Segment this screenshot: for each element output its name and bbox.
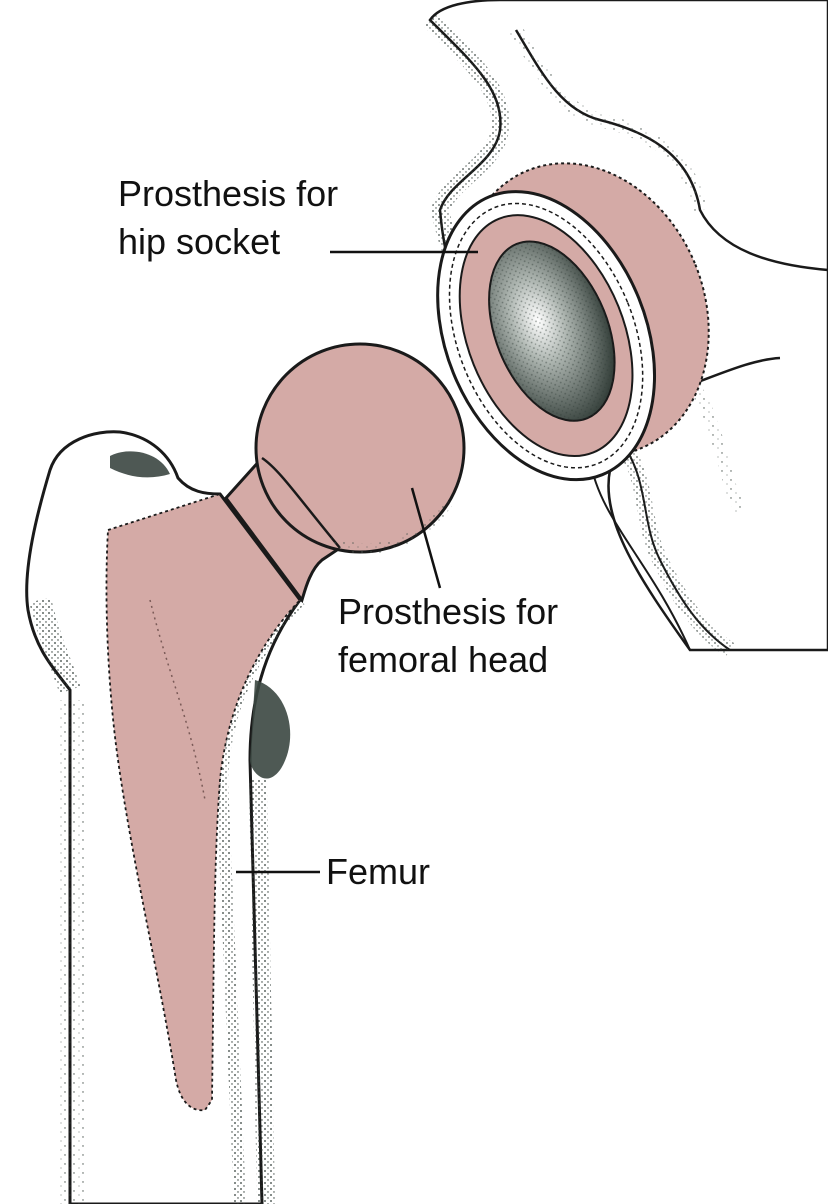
label-femoral-head-line2: femoral head <box>338 639 549 680</box>
leader-line-femoral-head <box>410 487 442 589</box>
label-prosthesis-femoral-head: Prosthesis for femoral head <box>338 588 558 684</box>
label-femoral-head-line1: Prosthesis for <box>338 591 559 632</box>
hip-socket-prosthesis <box>436 162 710 482</box>
label-prosthesis-hip-socket: Prosthesis for hip socket <box>118 170 338 266</box>
label-hip-socket-line2: hip socket <box>118 221 281 262</box>
femoral-head-prosthesis <box>224 342 466 604</box>
femoral-stem-prosthesis <box>105 492 302 1112</box>
label-hip-socket-line1: Prosthesis for <box>118 173 339 214</box>
label-femur: Femur <box>326 851 431 892</box>
